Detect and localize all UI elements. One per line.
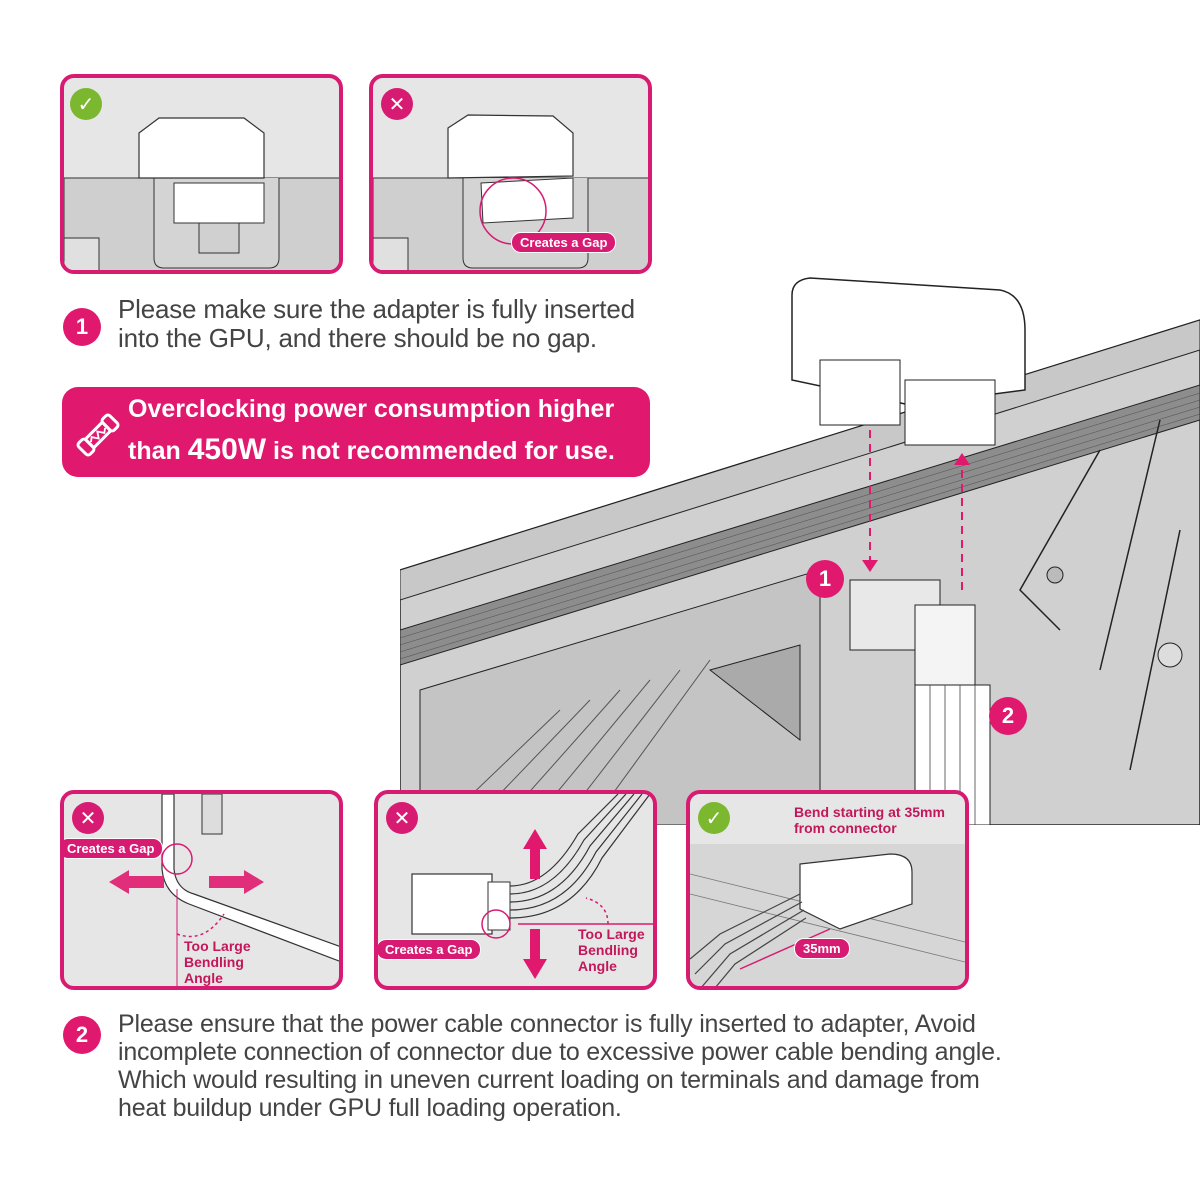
warning-line-1: Overclocking power consumption higher	[128, 395, 615, 423]
label-line: Angle	[578, 958, 617, 974]
label-line: Bendling	[578, 942, 638, 958]
creates-gap-callout: Creates a Gap	[511, 232, 617, 253]
step-1-text: Please make sure the adapter is fully in…	[118, 295, 635, 353]
bend-distance-label: Bend starting at 35mm from connector	[794, 804, 945, 836]
panel-correct-bend: ✓ Bend starting at 35mm from connector 3…	[686, 790, 969, 990]
check-icon: ✓	[698, 802, 730, 834]
panel-vertical-bend-incorrect: ✕ Creates a Gap Too Large Bendling Angle	[374, 790, 657, 990]
creates-gap-callout: Creates a Gap	[378, 939, 482, 960]
label-line: Angle	[184, 970, 223, 986]
diagram-step-1-marker: 1	[806, 560, 844, 598]
step-2-line: heat buildup under GPU full loading oper…	[118, 1094, 622, 1122]
step-1-badge: 1	[63, 308, 101, 346]
correct-bend-illustration	[690, 844, 965, 986]
panel-incorrect-insertion: ✕ Creates a Gap	[369, 74, 652, 274]
label-line: Too Large	[184, 938, 251, 954]
distance-measure-tag: 35mm	[794, 938, 850, 959]
step-2-line: Please ensure that the power cable conne…	[118, 1010, 976, 1038]
step-2-text: Please ensure that the power cable conne…	[118, 1010, 1002, 1122]
overclock-warning-banner: Overclocking power consumption higher th…	[62, 387, 650, 477]
x-icon: ✕	[381, 88, 413, 120]
label-line: Bendling	[184, 954, 244, 970]
step-1-line: into the GPU, and there should be no gap…	[118, 323, 597, 353]
gpu-diagram: 1 2	[400, 270, 1200, 825]
label-line: Too Large	[578, 926, 645, 942]
step-1-line: Please make sure the adapter is fully in…	[118, 294, 635, 324]
side-bend-illustration	[109, 794, 339, 986]
warning-line-2: than 450W is not recommended for use.	[128, 433, 615, 467]
step-2-line: Which would resulting in uneven current …	[118, 1066, 980, 1094]
warning-text: than	[128, 437, 188, 465]
label-line: Bend starting at 35mm	[794, 804, 945, 820]
power-limit-value: 450W	[187, 433, 267, 466]
panel-correct-insertion: ✓	[60, 74, 343, 274]
creates-gap-callout: Creates a Gap	[64, 838, 164, 859]
bend-angle-label: Too Large Bendling Angle	[578, 926, 645, 974]
x-icon: ✕	[386, 802, 418, 834]
adapter-fully-inserted-illustration	[64, 117, 339, 270]
adapter-gap-illustration	[373, 114, 648, 270]
warning-text: is not recommended for use.	[266, 437, 615, 465]
vertical-bend-illustration	[411, 794, 653, 979]
label-line: from connector	[794, 820, 897, 836]
step-2-badge: 2	[63, 1016, 101, 1054]
x-icon: ✕	[72, 802, 104, 834]
bend-angle-label: Too Large Bendling Angle	[184, 938, 251, 986]
step-2-line: incomplete connection of connector due t…	[118, 1038, 1002, 1066]
gpu-illustration	[400, 277, 1200, 825]
diagram-step-2-marker: 2	[989, 697, 1027, 735]
fuse-icon	[76, 413, 120, 457]
panel-side-bend-incorrect: ✕ Creates a Gap Too Large Bendling Angle	[60, 790, 343, 990]
check-icon: ✓	[70, 88, 102, 120]
